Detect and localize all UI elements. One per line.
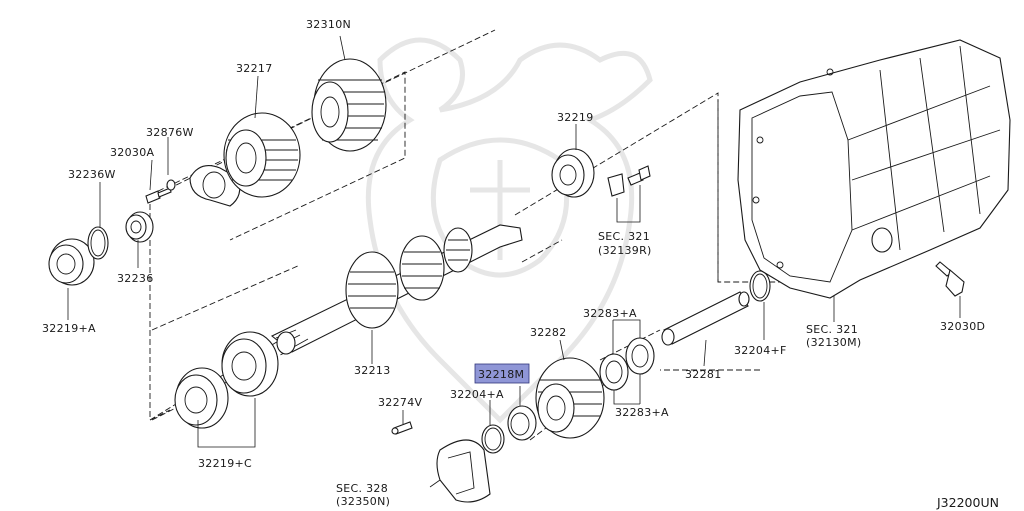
label-32274V[interactable]: 32274V <box>378 396 422 409</box>
bracket-32139R <box>607 165 651 197</box>
bolt-32030A <box>145 187 172 204</box>
label-32219C[interactable]: 32219+C <box>198 457 252 470</box>
label-32219A[interactable]: 32219+A <box>42 322 96 335</box>
needle-bearing-32283A-1 <box>599 353 629 391</box>
label-32281[interactable]: 32281 <box>685 368 722 381</box>
bolt-32030D <box>935 261 965 297</box>
oil-seal-32236 <box>125 211 154 243</box>
bearing-32219 <box>551 148 595 198</box>
label-32139R[interactable]: (32139R) <box>598 244 652 257</box>
label-32219[interactable]: 32219 <box>557 111 594 124</box>
label-32218M[interactable]: 32218M <box>478 368 524 381</box>
label-32350N[interactable]: (32350N) <box>336 495 390 508</box>
label-32283A-bottom[interactable]: 32283+A <box>615 406 669 419</box>
label-32282[interactable]: 32282 <box>530 326 567 339</box>
main-shaft-32213 <box>270 224 523 355</box>
label-32213[interactable]: 32213 <box>354 364 391 377</box>
label-32283A-top[interactable]: 32283+A <box>583 307 637 320</box>
bearing-32219A <box>48 238 95 286</box>
label-sec321-top[interactable]: SEC. 321 <box>598 230 650 243</box>
bearing-32219C-rear <box>221 331 279 397</box>
label-32030D[interactable]: 32030D <box>940 320 985 333</box>
label-32204F[interactable]: 32204+F <box>734 344 787 357</box>
countershaft-32281 <box>661 291 750 346</box>
label-sec321-case[interactable]: SEC. 321 <box>806 323 858 336</box>
label-sec328[interactable]: SEC. 328 <box>336 482 388 495</box>
gear-32282 <box>535 357 605 439</box>
label-32310N[interactable]: 32310N <box>306 18 351 31</box>
leader-lines <box>67 35 961 488</box>
shift-fork-32350N <box>436 439 491 503</box>
snap-ring-32236W <box>87 226 109 260</box>
snap-ring-32204F <box>749 270 771 302</box>
label-32236[interactable]: 32236 <box>117 272 154 285</box>
pin-32274V <box>391 421 413 435</box>
label-32204A[interactable]: 32204+A <box>450 388 504 401</box>
diagram-code: J32200UN <box>936 495 999 510</box>
transmission-case-32130M <box>737 39 1011 299</box>
washer-32876W <box>166 179 176 191</box>
label-32030A[interactable]: 32030A <box>110 146 154 159</box>
gear-32310N <box>311 58 387 152</box>
thrust-washer-32218M <box>507 405 537 441</box>
highlight-box-32218M <box>474 363 530 384</box>
label-32130M[interactable]: (32130M) <box>806 336 861 349</box>
label-32876W[interactable]: 32876W <box>146 126 194 139</box>
label-32217[interactable]: 32217 <box>236 62 273 75</box>
bearing-32219C-front <box>174 367 229 429</box>
watermark-emblem <box>365 37 653 424</box>
retainer-plate <box>189 165 241 207</box>
snap-ring-32204A <box>481 424 505 454</box>
gear-32217 <box>223 112 301 198</box>
needle-bearing-32283A-2 <box>625 337 655 375</box>
label-32236W[interactable]: 32236W <box>68 168 116 181</box>
